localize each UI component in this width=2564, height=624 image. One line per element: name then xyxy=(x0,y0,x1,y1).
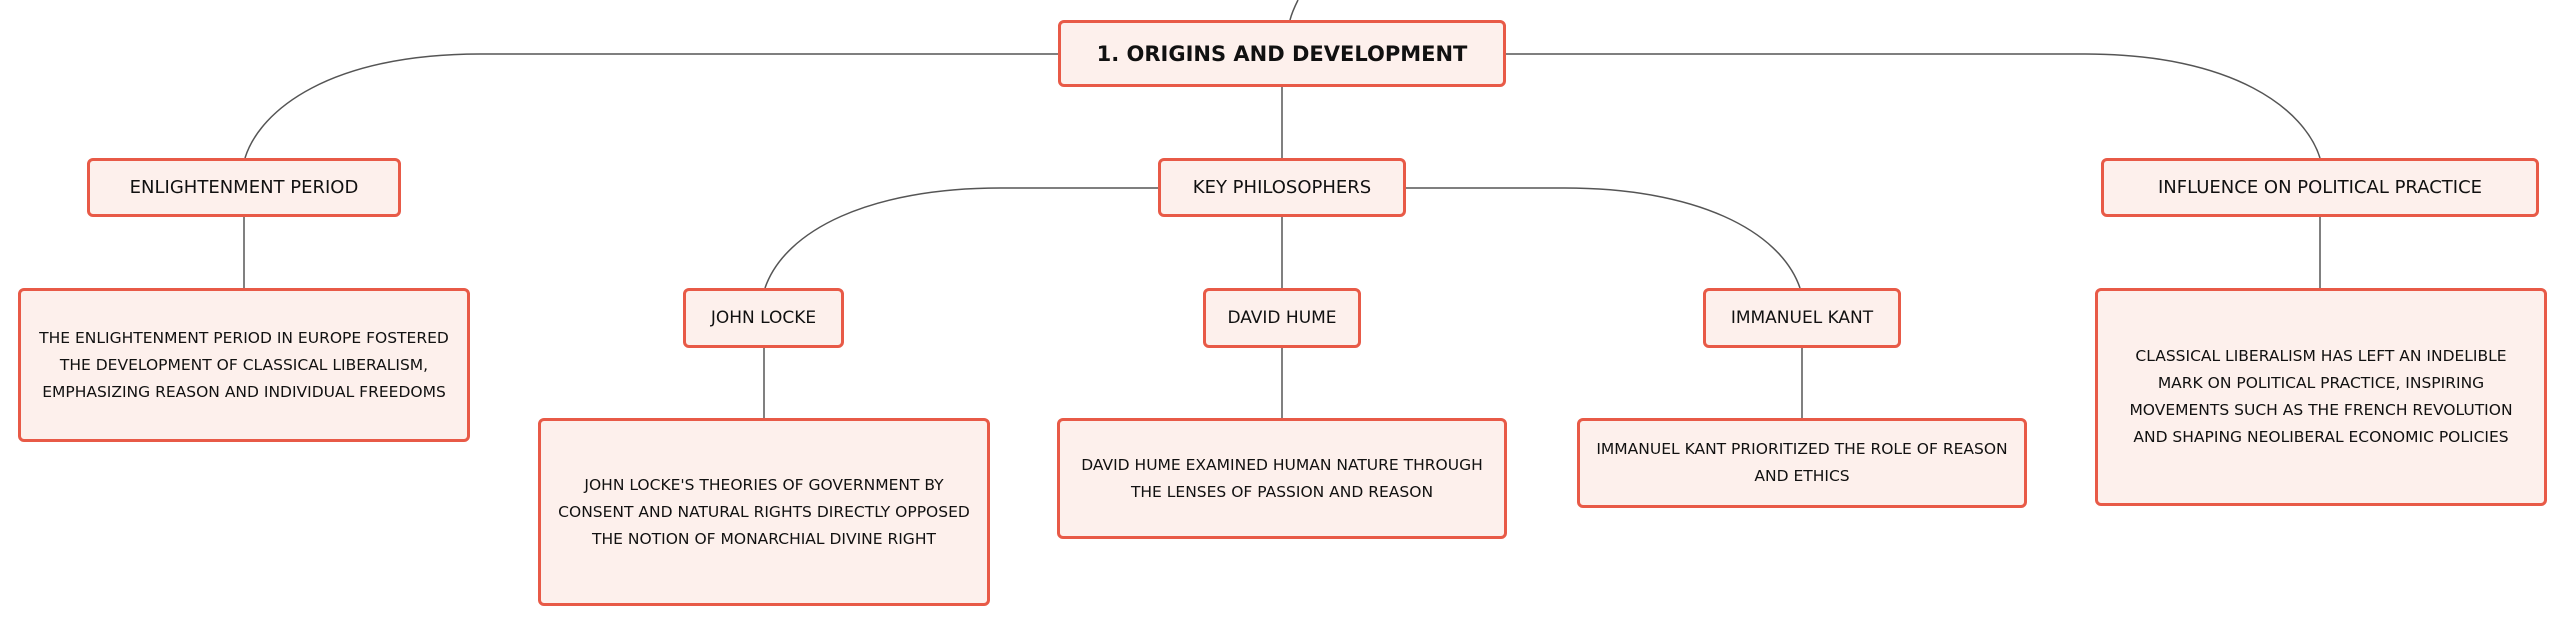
detail-influence-text: CLASSICAL LIBERALISM HAS LEFT AN INDELIB… xyxy=(2129,347,2513,446)
connector-root-influence xyxy=(1505,53,2321,159)
detail-enlightenment[interactable]: THE ENLIGHTENMENT PERIOD IN EUROPE FOSTE… xyxy=(18,288,470,442)
topic-influence-political-practice[interactable]: INFLUENCE ON POLITICAL PRACTICE xyxy=(2101,158,2539,217)
detail-hume-text: DAVID HUME EXAMINED HUMAN NATURE THROUGH… xyxy=(1081,455,1483,501)
philosopher-locke-label: JOHN LOCKE xyxy=(710,308,817,328)
root-node-label: 1. ORIGINS AND DEVELOPMENT xyxy=(1096,41,1468,66)
root-node[interactable]: 1. ORIGINS AND DEVELOPMENT xyxy=(1058,20,1506,87)
detail-enlightenment-text: THE ENLIGHTENMENT PERIOD IN EUROPE FOSTE… xyxy=(39,328,449,401)
philosopher-immanuel-kant[interactable]: IMMANUEL KANT xyxy=(1703,288,1901,348)
connector-root-enlightenment xyxy=(244,53,1060,159)
topic-enlightenment-period[interactable]: ENLIGHTENMENT PERIOD xyxy=(87,158,401,217)
detail-john-locke[interactable]: JOHN LOCKE'S THEORIES OF GOVERNMENT BY C… xyxy=(538,418,990,606)
topic-key-philosophers[interactable]: KEY PHILOSOPHERS xyxy=(1158,158,1406,217)
topic-influence-label: INFLUENCE ON POLITICAL PRACTICE xyxy=(2157,177,2483,198)
detail-david-hume[interactable]: DAVID HUME EXAMINED HUMAN NATURE THROUGH… xyxy=(1057,418,1507,539)
detail-kant-text: IMMANUEL KANT PRIORITIZED THE ROLE OF RE… xyxy=(1596,440,2008,485)
connector-philosophers-kant xyxy=(1404,187,1801,289)
philosopher-kant-label: IMMANUEL KANT xyxy=(1730,308,1874,328)
philosopher-hume-label: DAVID HUME xyxy=(1227,308,1337,328)
detail-influence[interactable]: CLASSICAL LIBERALISM HAS LEFT AN INDELIB… xyxy=(2095,288,2547,506)
topic-philosophers-label: KEY PHILOSOPHERS xyxy=(1192,177,1372,198)
philosopher-david-hume[interactable]: DAVID HUME xyxy=(1203,288,1361,348)
topic-enlightenment-label: ENLIGHTENMENT PERIOD xyxy=(129,177,359,198)
detail-locke-text: JOHN LOCKE'S THEORIES OF GOVERNMENT BY C… xyxy=(558,475,970,548)
philosopher-john-locke[interactable]: JOHN LOCKE xyxy=(683,288,844,348)
detail-immanuel-kant[interactable]: IMMANUEL KANT PRIORITIZED THE ROLE OF RE… xyxy=(1577,418,2027,508)
connector-parent-root xyxy=(1289,0,1299,21)
connector-philosophers-locke xyxy=(764,187,1160,289)
